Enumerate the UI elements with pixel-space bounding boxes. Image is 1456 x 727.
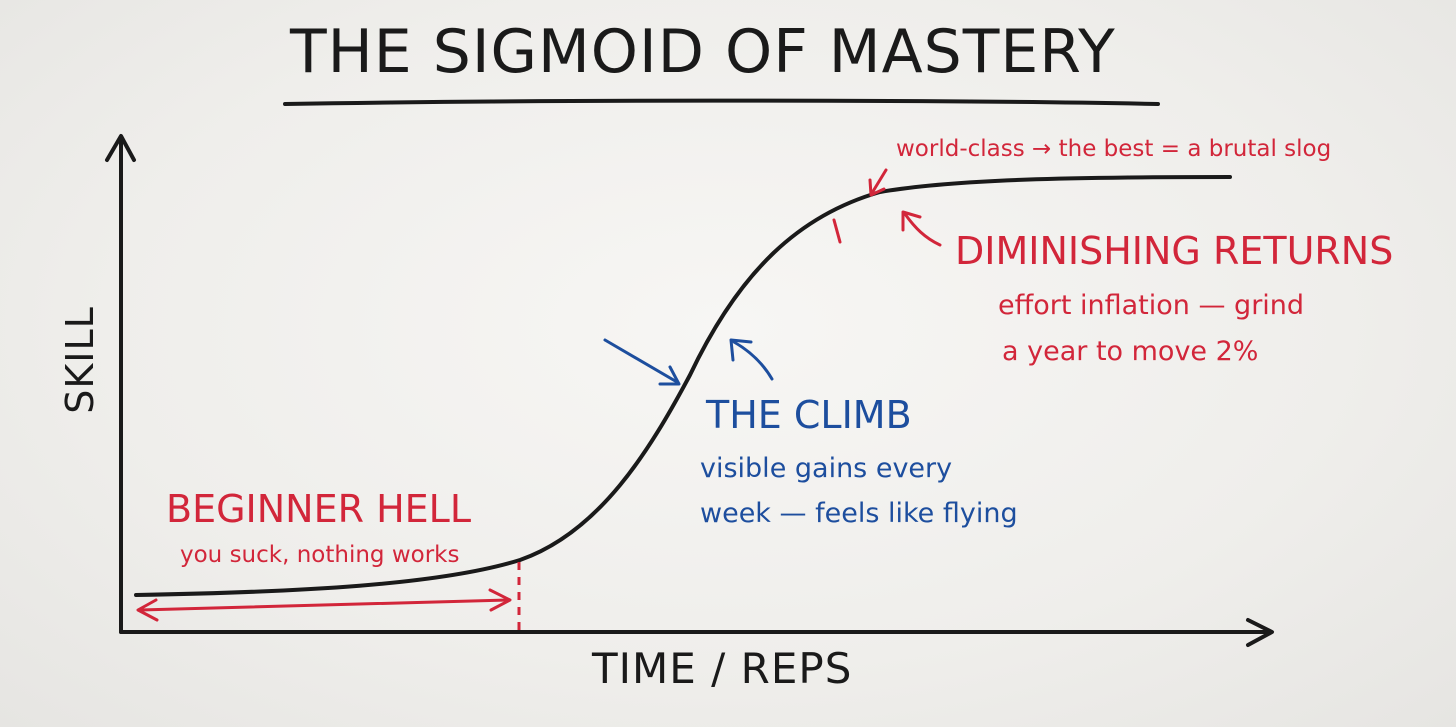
world-class-note: world-class → the best = a brutal slog [896,136,1332,162]
beginner-span-arrowhead-right [488,588,512,612]
sigmoid-curve [134,175,1232,597]
diagram-title: THE SIGMOID OF MASTERY [290,17,1116,87]
climb-heading: THE CLIMB [706,393,912,437]
plateau-tick [832,218,842,244]
diminishing-returns-line-1: effort inflation — grind [998,290,1305,321]
x-axis-arrowhead [1246,618,1274,647]
beginner-span-arrow [138,598,510,612]
diminishing-returns-heading: DIMINISHING RETURNS [955,229,1394,273]
climb-line-2: week — feels like flying [700,498,1018,529]
beginner-hell-heading: BEGINNER HELL [166,487,472,531]
diminishing-returns-line-2: a year to move 2% [1002,336,1259,367]
climb-arrow-right-head [729,338,753,362]
x-axis-label: TIME / REPS [592,644,853,693]
climb-line-1: visible gains every [700,453,953,484]
climb-arrow-right [732,340,774,381]
beginner-span-arrowhead-left [136,598,159,622]
y-axis-label: SKILL [58,306,102,414]
climb-arrow-left [603,338,679,384]
title-underline [283,98,1160,106]
y-axis-arrowhead [105,134,136,162]
diminishing-arrowhead [901,210,922,232]
top-note-arrowhead [868,178,886,197]
top-note-arrow [870,168,888,195]
beginner-hell-caption: you suck, nothing works [180,542,460,568]
diminishing-arrow [903,212,942,247]
climb-arrow-left-head [658,365,681,386]
